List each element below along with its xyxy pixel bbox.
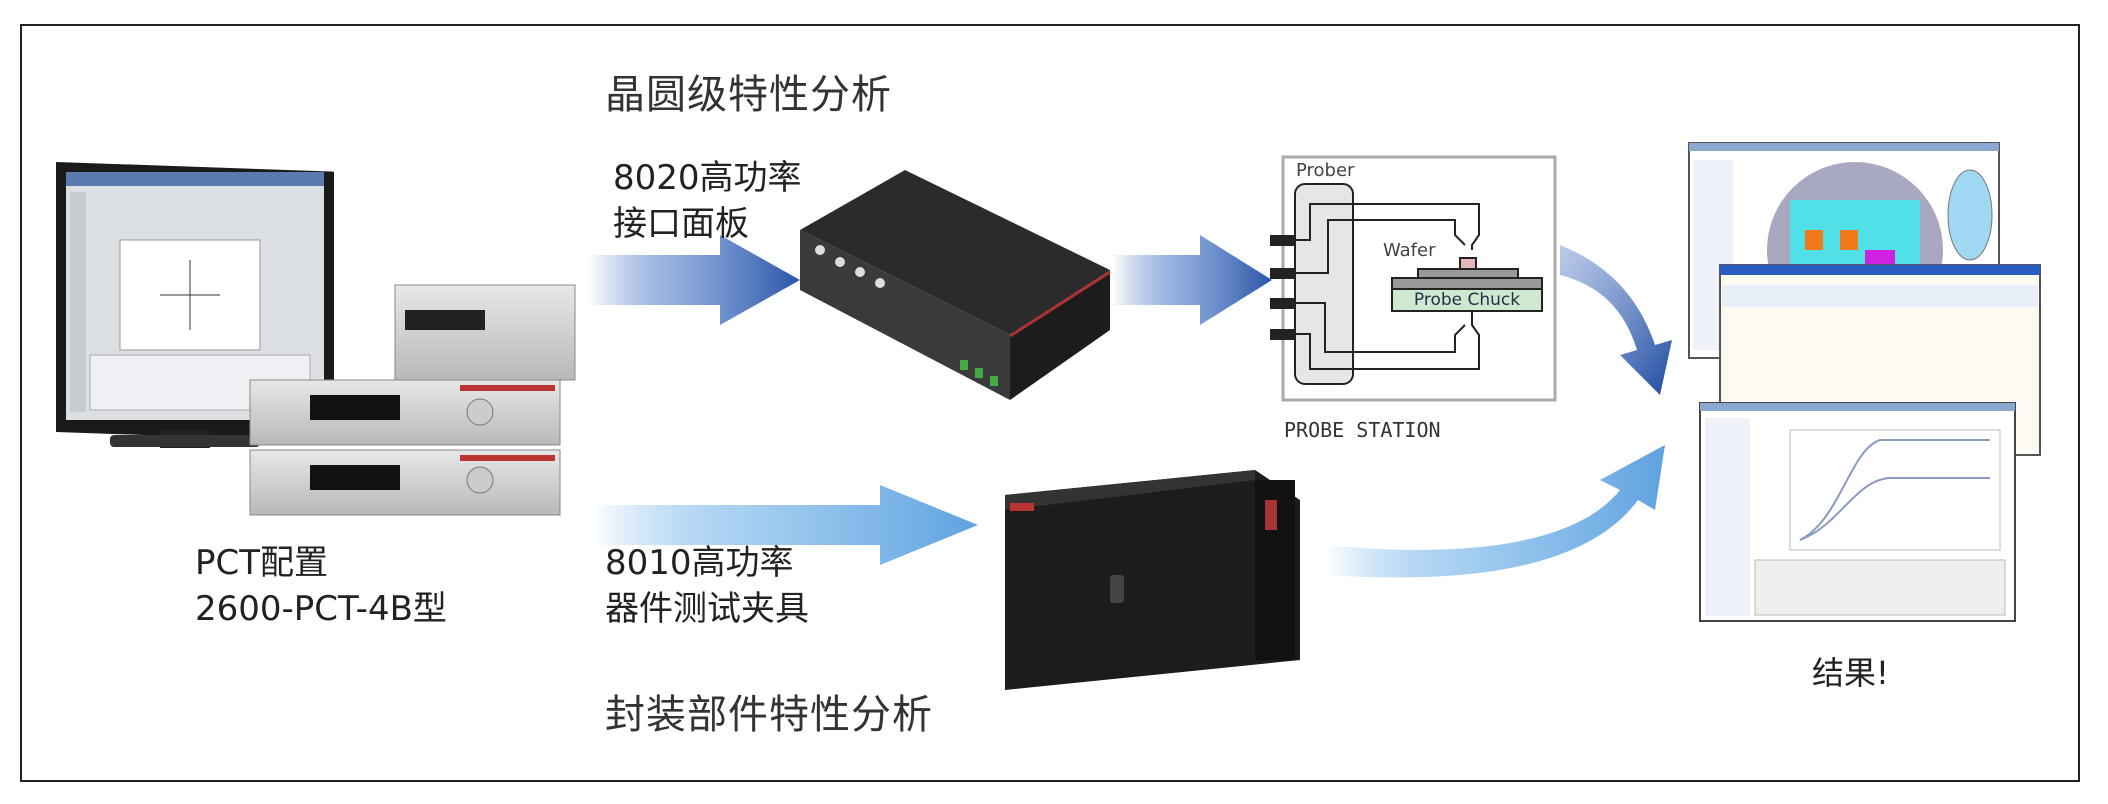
8020-label-line2: 接口面板 xyxy=(613,204,749,244)
packaged-title: 封装部件特性分析 xyxy=(605,692,933,738)
pct-label-line2: 2600-PCT-4B型 xyxy=(195,589,447,629)
arrow-to-8020 xyxy=(588,235,800,325)
8010-label-line2: 器件测试夹具 xyxy=(605,589,809,629)
arrow-to-probe-station xyxy=(1112,235,1272,325)
wafer-label: Wafer xyxy=(1383,240,1436,261)
pct-label: PCT配置 2600-PCT-4B型 xyxy=(195,540,447,632)
arrow-packaged-to-results xyxy=(1325,445,1665,578)
probe-chuck-label: Probe Chuck xyxy=(1413,290,1521,310)
results-label: 结果! xyxy=(1812,654,1889,692)
8020-label: 8020高功率 接口面板 xyxy=(613,155,802,247)
prober-label: Prober xyxy=(1296,160,1355,181)
8020-label-line1: 8020高功率 xyxy=(613,158,802,198)
probe-station-diagram xyxy=(1270,155,1557,402)
wafer-level-title: 晶圆级特性分析 xyxy=(605,72,892,118)
8010-label: 8010高功率 器件测试夹具 xyxy=(605,540,809,632)
arrow-to-8010 xyxy=(592,485,978,565)
8020-interface-panel xyxy=(800,170,1111,400)
pct-label-line1: PCT配置 xyxy=(195,543,329,583)
arrow-wafer-to-results xyxy=(1560,245,1672,395)
8010-test-fixture xyxy=(1005,470,1300,690)
results-screenshots xyxy=(1688,142,2041,622)
8010-label-line1: 8010高功率 xyxy=(605,543,794,583)
pc-monitor xyxy=(56,161,334,448)
diagram-frame xyxy=(20,24,2080,782)
probe-station-caption: PROBE STATION xyxy=(1284,418,1441,442)
instrument-stack xyxy=(249,284,576,516)
